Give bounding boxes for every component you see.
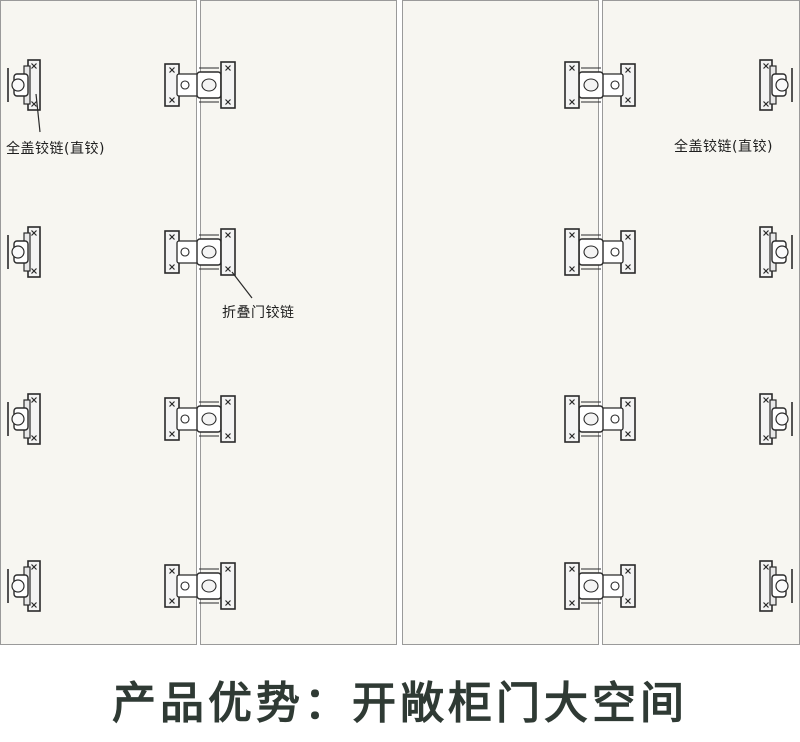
- leader-line-left: [35, 93, 41, 133]
- full-overlay-hinge-icon: [759, 560, 793, 612]
- full-overlay-hinge-icon: [7, 393, 41, 445]
- folding-door-hinge-icon: [164, 562, 236, 610]
- folding-door-hinge-icon: [564, 61, 636, 109]
- full-overlay-hinge-icon: [7, 59, 41, 111]
- full-overlay-hinge-icon: [759, 226, 793, 278]
- folding-door-hinge-icon: [164, 395, 236, 443]
- folding-door-hinge-icon: [164, 61, 236, 109]
- folding-door-hinge-icon: [564, 395, 636, 443]
- folding-door-hinge-icon: [564, 228, 636, 276]
- caption: 产品优势：开敞柜门大空间: [112, 677, 688, 729]
- full-overlay-hinge-icon: [759, 59, 793, 111]
- label-full-overlay-hinge-right: 全盖铰链(直铰): [674, 139, 773, 155]
- full-overlay-hinge-icon: [759, 393, 793, 445]
- folding-door-hinge-icon: [164, 228, 236, 276]
- leader-line-folding: [231, 271, 253, 299]
- full-overlay-hinge-icon: [7, 560, 41, 612]
- label-full-overlay-hinge-left: 全盖铰链(直铰): [6, 141, 105, 157]
- label-folding-door-hinge: 折叠门铰链: [222, 305, 295, 321]
- full-overlay-hinge-icon: [7, 226, 41, 278]
- folding-door-hinge-icon: [564, 562, 636, 610]
